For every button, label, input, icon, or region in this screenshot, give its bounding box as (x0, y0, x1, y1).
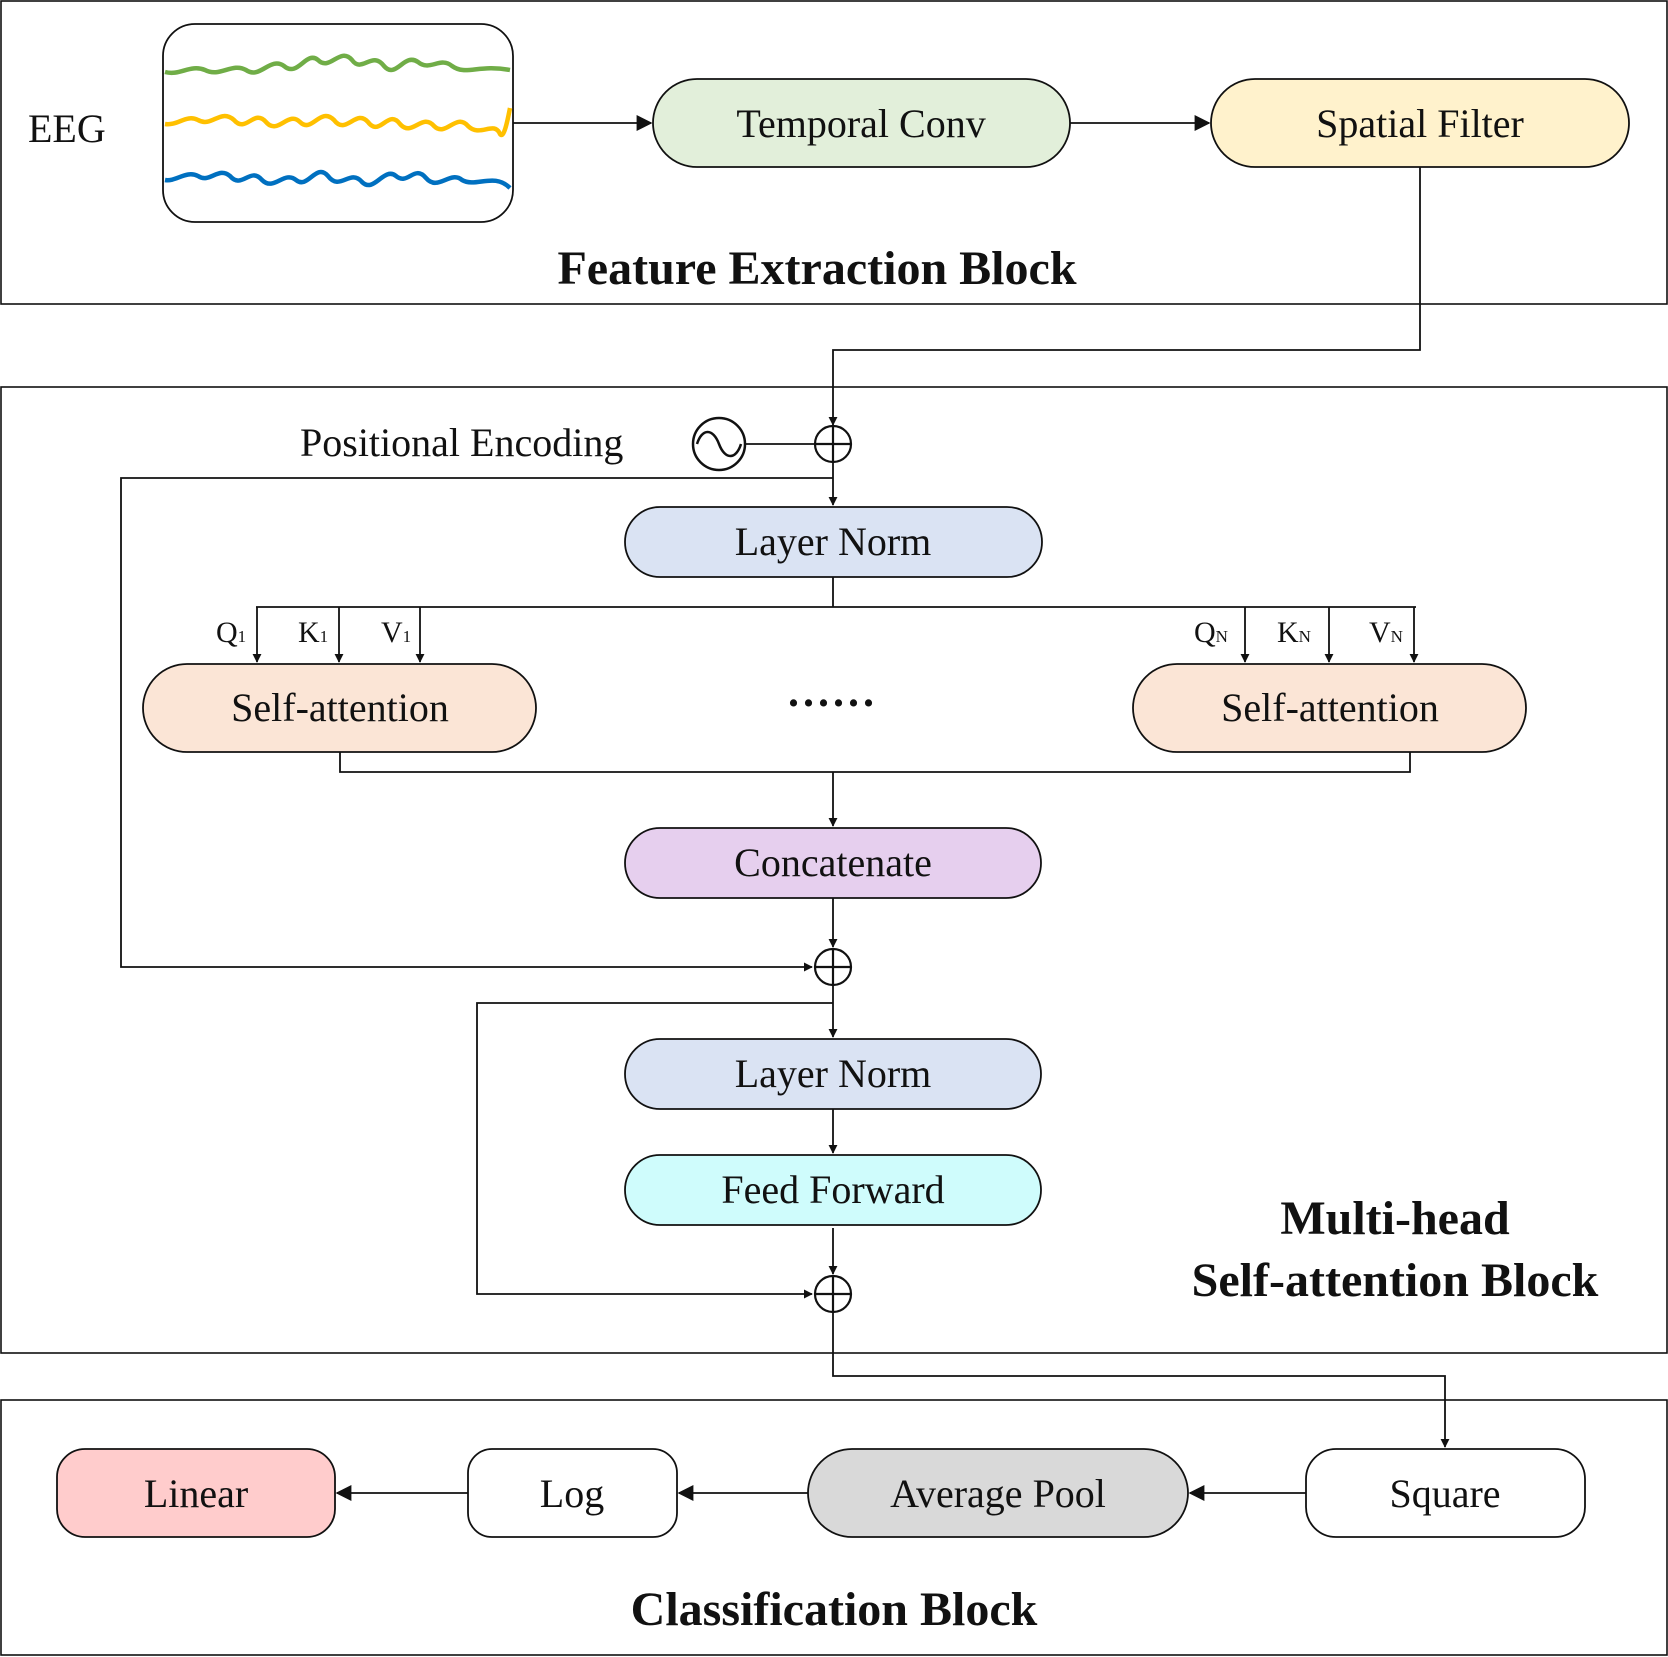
layer-norm-1-label: Layer Norm (735, 519, 932, 564)
average-pool-label: Average Pool (890, 1471, 1106, 1516)
feed-forward-label: Feed Forward (721, 1167, 944, 1212)
self-attention-last-node: Self-attention (1132, 663, 1527, 753)
sum-node-positional (813, 424, 853, 464)
ellipsis-more-heads: ...... (788, 667, 878, 716)
qn-label: QN (1194, 616, 1228, 649)
positional-encoding-label: Positional Encoding (300, 420, 623, 465)
concatenate-label: Concatenate (734, 840, 932, 885)
feature-extraction-title: Feature Extraction Block (557, 242, 1076, 295)
eeg-input-label: EEG (28, 106, 106, 151)
self-attention-first-node: Self-attention (142, 663, 537, 753)
eeg-waveform-blue (164, 169, 512, 190)
self-attention-last-label: Self-attention (1221, 685, 1439, 730)
linear-label: Linear (144, 1471, 248, 1516)
feed-forward-node: Feed Forward (624, 1154, 1042, 1226)
sum-node-residual-1 (813, 947, 853, 987)
log-node: Log (467, 1448, 678, 1538)
spatial-filter-label: Spatial Filter (1316, 101, 1524, 146)
eeg-signal-panel (162, 23, 514, 223)
layer-norm-2-node: Layer Norm (624, 1038, 1042, 1110)
average-pool-node: Average Pool (807, 1448, 1189, 1538)
sine-wave-icon (691, 416, 747, 472)
temporal-conv-node: Temporal Conv (652, 78, 1071, 168)
square-label: Square (1389, 1471, 1500, 1516)
v1-label: V1 (381, 616, 411, 649)
layer-norm-2-label: Layer Norm (735, 1051, 932, 1096)
square-node: Square (1305, 1448, 1586, 1538)
log-label: Log (540, 1471, 604, 1516)
linear-node: Linear (56, 1448, 336, 1538)
classification-block-title: Classification Block (631, 1583, 1038, 1636)
attention-block-title-line2: Self-attention Block (1192, 1254, 1599, 1307)
eeg-waveform-green (164, 53, 511, 76)
vn-label: VN (1369, 616, 1403, 649)
sum-node-residual-2 (813, 1274, 853, 1314)
attention-block-title-line1: Multi-head (1280, 1192, 1510, 1245)
concatenate-node: Concatenate (624, 827, 1042, 899)
q1-label: Q1 (216, 616, 246, 649)
kn-label: KN (1277, 616, 1311, 649)
spatial-filter-node: Spatial Filter (1210, 78, 1630, 168)
temporal-conv-label: Temporal Conv (736, 101, 985, 146)
wire-heads-merge (339, 752, 1411, 773)
residual-connection-1 (120, 477, 833, 972)
residual-connection-2 (476, 1002, 833, 1299)
arrow-spatial-filter-to-positional-sum (828, 167, 1421, 426)
arrow-attention-to-square (832, 1312, 1450, 1448)
eeg-waveform-yellow (164, 107, 513, 138)
layer-norm-1-node: Layer Norm (624, 506, 1043, 578)
k1-label: K1 (298, 616, 328, 649)
self-attention-first-label: Self-attention (231, 685, 449, 730)
